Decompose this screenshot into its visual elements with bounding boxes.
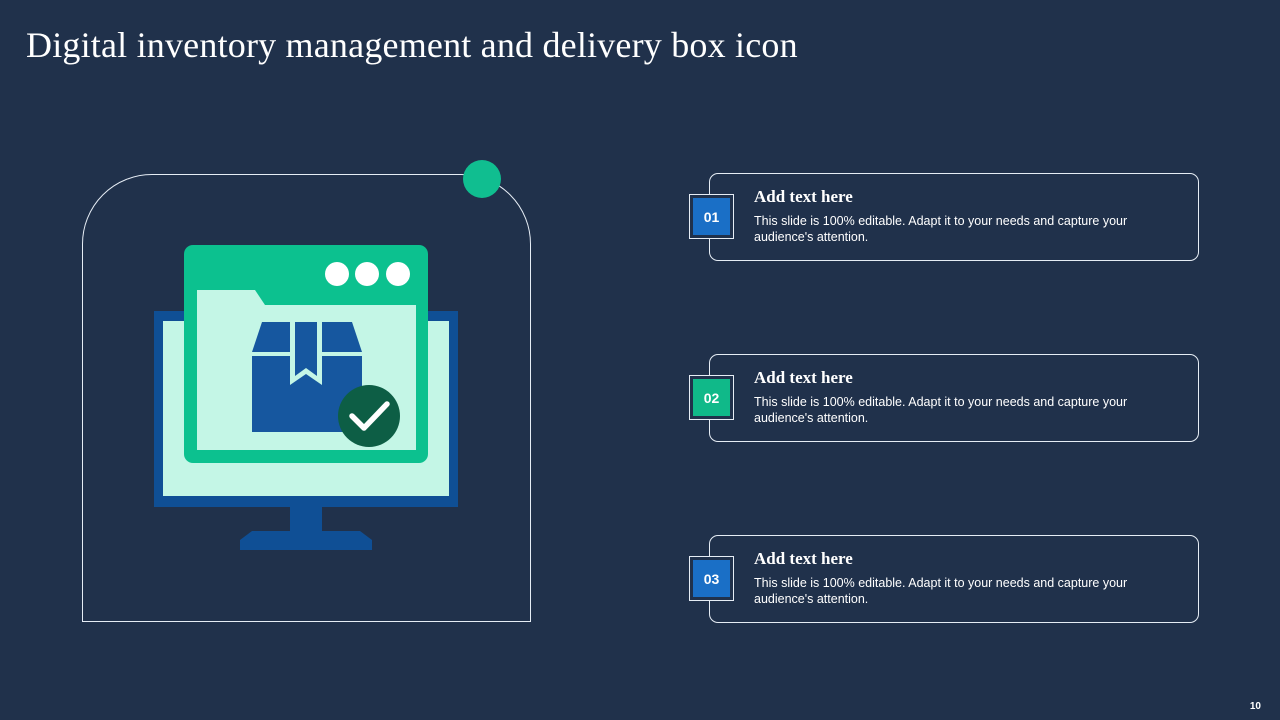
item-heading-3: Add text here xyxy=(754,549,853,568)
page-number: 10 xyxy=(1249,701,1261,712)
illustration-frame xyxy=(82,174,531,622)
item-number-badge-2: 02 xyxy=(689,375,734,420)
accent-dot xyxy=(463,160,501,198)
slide-title: Digital inventory management and deliver… xyxy=(26,25,798,65)
item-number-3: 03 xyxy=(693,560,730,597)
item-body-1: This slide is 100% editable. Adapt it to… xyxy=(754,214,1128,244)
item-number-badge-3: 03 xyxy=(689,556,734,601)
item-heading-2: Add text here xyxy=(754,368,853,387)
item-body-3: This slide is 100% editable. Adapt it to… xyxy=(754,576,1128,606)
item-heading-1: Add text here xyxy=(754,187,853,206)
item-number-badge-1: 01 xyxy=(689,194,734,239)
item-number-2: 02 xyxy=(693,379,730,416)
item-body-2: This slide is 100% editable. Adapt it to… xyxy=(754,395,1128,425)
item-number-1: 01 xyxy=(693,198,730,235)
